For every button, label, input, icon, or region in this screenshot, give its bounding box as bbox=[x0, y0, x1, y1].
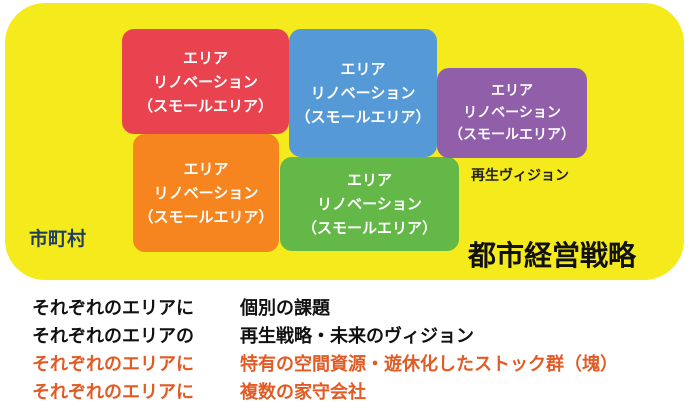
area-box-purple: エリア リノベーション （スモールエリア） bbox=[437, 68, 587, 158]
caption-list: それぞれのエリアに 個別の課題 それぞれのエリアの 再生戦略・未来のヴィジョン … bbox=[32, 295, 682, 407]
caption-prefix: それぞれのエリアに bbox=[32, 382, 194, 403]
area-box-line: （スモールエリア） bbox=[449, 127, 575, 143]
area-box-line: （スモールエリア） bbox=[137, 96, 273, 115]
caption-prefix: それぞれのエリアに bbox=[32, 298, 194, 319]
area-box-line: リノベーション bbox=[310, 84, 416, 102]
caption-row: それぞれのエリアに 特有の空間資源・遊休化したストック群（塊） bbox=[32, 351, 682, 379]
caption-prefix: それぞれのエリアの bbox=[32, 326, 194, 347]
area-box-line: リノベーション bbox=[153, 184, 259, 202]
area-box-line: エリア bbox=[346, 171, 392, 189]
city-label: 市町村 bbox=[29, 228, 87, 250]
area-box-blue: エリア リノベーション （スモールエリア） bbox=[289, 29, 437, 157]
area-box-line: エリア bbox=[183, 160, 229, 178]
caption-text: 個別の課題 bbox=[240, 298, 330, 319]
area-box-line: エリア bbox=[340, 60, 386, 78]
caption-text: 再生戦略・未来のヴィジョン bbox=[240, 326, 474, 347]
caption-text: 複数の家守会社 bbox=[240, 382, 366, 403]
caption-text: 特有の空間資源・遊休化したストック群（塊） bbox=[240, 354, 618, 375]
caption-row: それぞれのエリアに 複数の家守会社 bbox=[32, 379, 682, 407]
strategy-label: 都市経営戦略 bbox=[468, 239, 637, 272]
area-box-line: （スモールエリア） bbox=[138, 208, 274, 226]
caption-row: それぞれのエリアに 個別の課題 bbox=[32, 295, 682, 323]
area-box-red: エリア リノベーション （スモールエリア） bbox=[122, 29, 289, 134]
vision-label: 再生ヴィジョン bbox=[471, 168, 569, 184]
area-box-line: リノベーション bbox=[463, 105, 561, 121]
area-box-orange: エリア リノベーション （スモールエリア） bbox=[133, 134, 279, 252]
area-box-line: （スモールエリア） bbox=[301, 219, 437, 237]
area-box-line: （スモールエリア） bbox=[295, 108, 431, 126]
area-box-green: エリア リノベーション （スモールエリア） bbox=[280, 157, 459, 251]
caption-prefix: それぞれのエリアに bbox=[32, 354, 194, 375]
area-box-line: リノベーション bbox=[153, 72, 258, 91]
area-box-line: エリア bbox=[491, 83, 533, 99]
area-box-line: リノベーション bbox=[317, 195, 422, 213]
area-box-line: エリア bbox=[182, 48, 228, 67]
caption-row: それぞれのエリアの 再生戦略・未来のヴィジョン bbox=[32, 323, 682, 351]
